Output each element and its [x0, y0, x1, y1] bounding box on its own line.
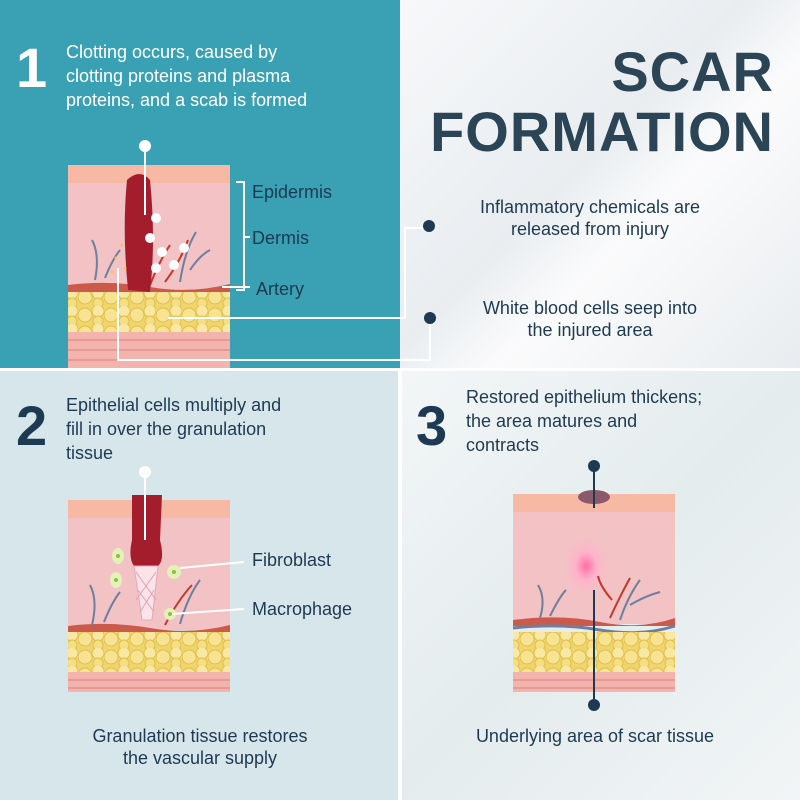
- page-title: SCAR FORMATION: [430, 40, 774, 163]
- white-blood-cells-label: White blood cells seep into the injured …: [482, 298, 698, 340]
- epidermis-layer-1: [68, 165, 230, 183]
- macrophage-label: Macrophage: [252, 599, 353, 619]
- horizontal-divider: [0, 368, 800, 371]
- step1-leaders: [117, 146, 431, 361]
- step3-text: Restored epithelium thickens; the area m…: [466, 387, 703, 455]
- step2-text: Epithelial cells multiply and fill in ov…: [66, 395, 282, 463]
- skin-block-1: [68, 165, 230, 368]
- scar-tissue-label: Underlying area of scar tissue: [475, 726, 715, 746]
- inflammatory-label: Inflammatory chemicals are released from…: [479, 197, 701, 239]
- epidermis-label: Epidermis: [252, 182, 333, 202]
- artery-label: Artery: [256, 279, 305, 299]
- step2-leaders: [144, 472, 245, 615]
- step1-number: 1: [16, 36, 48, 99]
- step3-number: 3: [416, 394, 448, 457]
- dermis-label: Dermis: [252, 228, 309, 248]
- vertical-divider: [398, 370, 402, 800]
- title-panel: [400, 0, 800, 370]
- step2-number: 2: [16, 394, 48, 457]
- scab-2: [130, 495, 163, 566]
- step1-text: Clotting occurs, caused by clotting prot…: [66, 42, 308, 110]
- fibroblast-label: Fibroblast: [252, 550, 332, 570]
- skin-block-2: [68, 495, 230, 692]
- clot-1: [124, 174, 153, 292]
- fat-layer-1: [68, 292, 230, 332]
- granulation-label: Granulation tissue restores the vascular…: [92, 726, 308, 768]
- scar-glow: [560, 532, 612, 600]
